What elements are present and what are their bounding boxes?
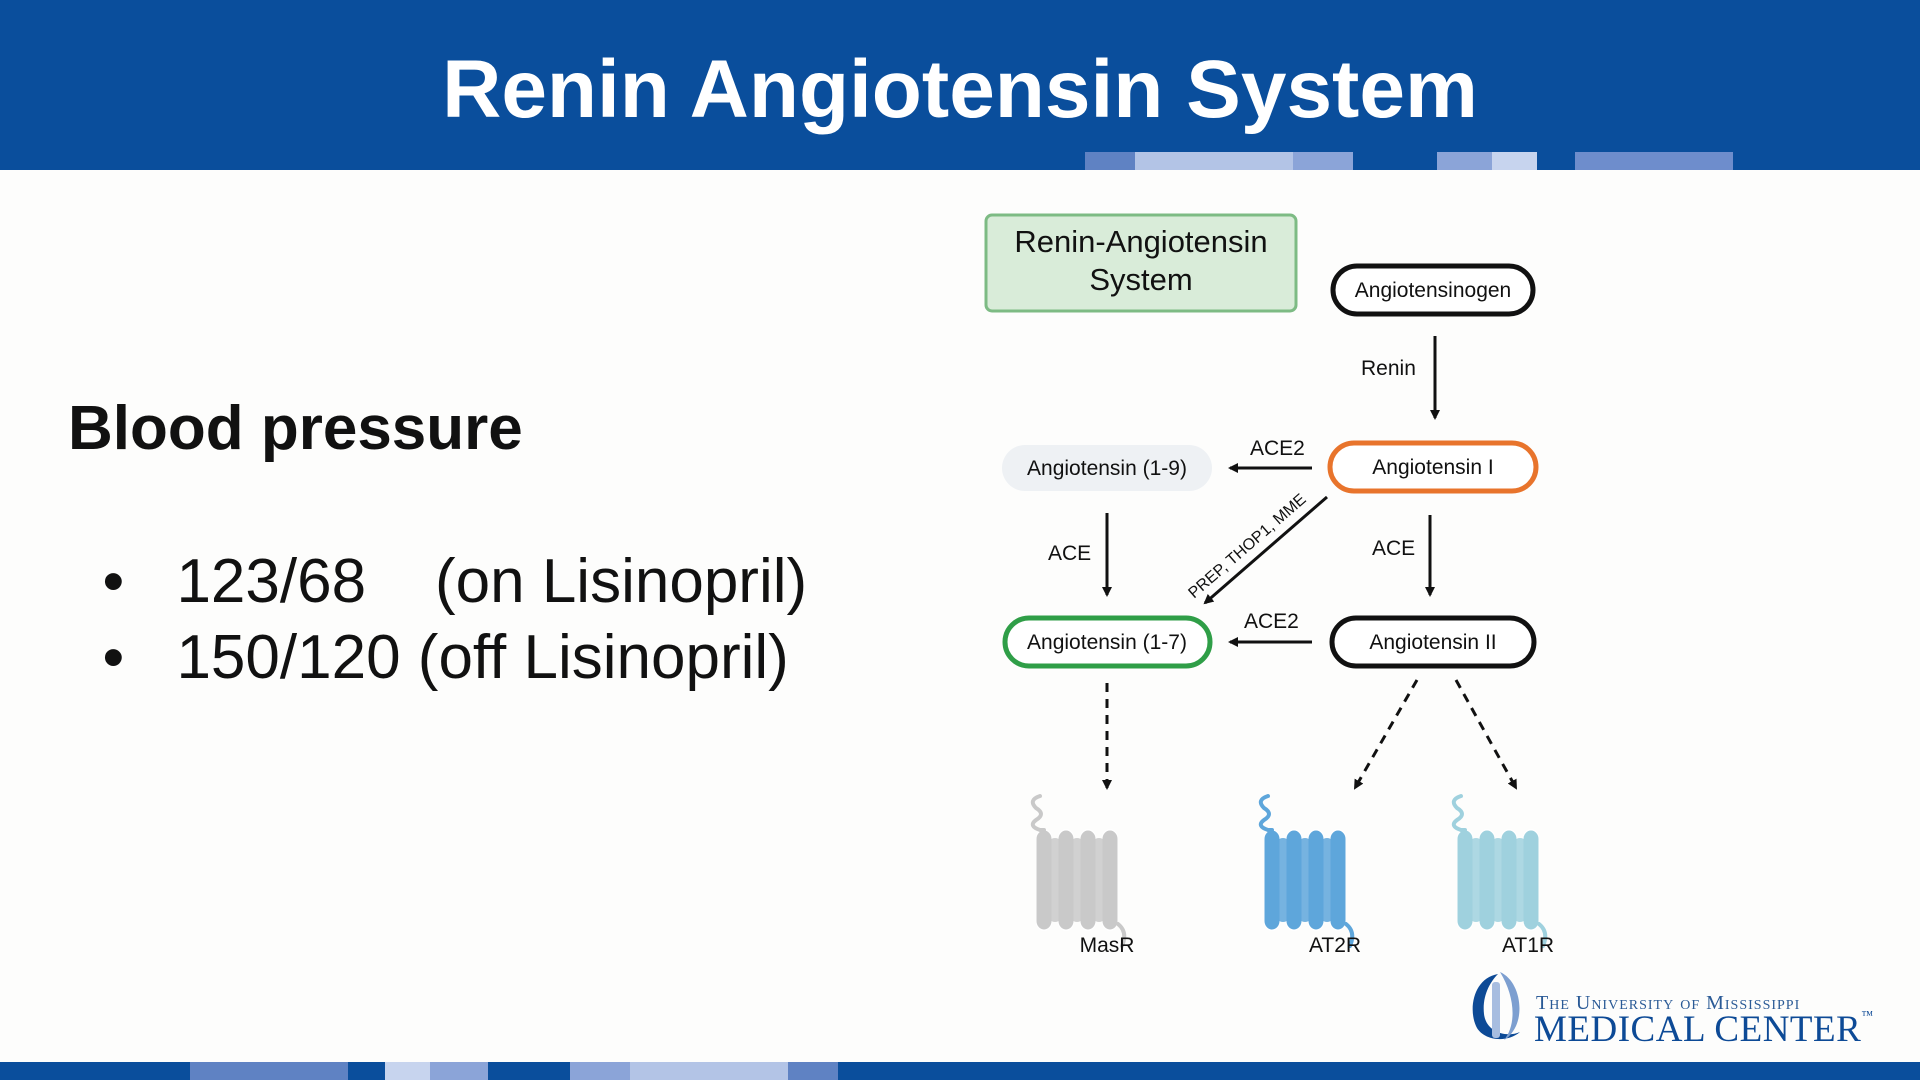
label-ace2-bottom: ACE2 bbox=[1244, 610, 1299, 633]
node-angiotensin-ii-pill bbox=[1329, 615, 1537, 669]
helix-segment bbox=[1298, 838, 1312, 922]
node-angiotensin-1-7-pill bbox=[1002, 615, 1213, 669]
helix-segment bbox=[1491, 838, 1505, 922]
at1r-receptor-icon bbox=[1451, 794, 1548, 948]
blood-pressure-reading-on: • 123/68 (on Lisinopril) bbox=[68, 468, 807, 620]
helix-segment bbox=[1320, 838, 1334, 922]
label-masr: MasR bbox=[1080, 934, 1135, 957]
diagram-title-box: Renin-Angiotensin System bbox=[984, 213, 1298, 313]
node-angiotensin-i-label: Angiotensin I bbox=[1372, 456, 1493, 479]
receptor-termini bbox=[1258, 794, 1355, 948]
node-angiotensin-i-pill bbox=[1327, 440, 1539, 494]
receptor-termini bbox=[1030, 794, 1127, 948]
node-angiotensin-ii-label: Angiotensin II bbox=[1369, 631, 1496, 654]
header-decoration-block bbox=[1575, 152, 1733, 170]
renin-angiotensin-diagram: Renin-Angiotensin System Angiotensinogen… bbox=[984, 213, 1554, 957]
node-angiotensinogen-pill bbox=[1330, 263, 1536, 317]
label-prep-thop1-mme: PREP, THOP1, MME bbox=[1185, 491, 1309, 602]
reading-text: 150/120 (off Lisinopril) bbox=[176, 623, 789, 692]
at2r-receptor-icon bbox=[1258, 794, 1355, 948]
label-at1r: AT1R bbox=[1502, 934, 1554, 957]
logo-line2: MEDICAL CENTER™ bbox=[1534, 1008, 1874, 1051]
helix-segment bbox=[1092, 838, 1106, 922]
umc-emblem-icon bbox=[1472, 972, 1520, 1040]
masr-receptor-icon bbox=[1030, 794, 1127, 948]
logo-trademark: ™ bbox=[1861, 1008, 1874, 1022]
footer-decoration-block bbox=[788, 1062, 838, 1080]
footer-decoration-block bbox=[630, 1062, 788, 1080]
header-decoration-block bbox=[1293, 152, 1353, 170]
reading-text: 123/68 (on Lisinopril) bbox=[176, 547, 808, 616]
logo-line2-text: MEDICAL CENTER bbox=[1534, 1009, 1862, 1050]
helix-segment bbox=[1276, 838, 1290, 922]
node-angiotensin-1-9-pill bbox=[1002, 445, 1212, 491]
label-renin: Renin bbox=[1361, 357, 1416, 380]
node-angiotensinogen-label: Angiotensinogen bbox=[1355, 279, 1511, 302]
title-box-rect bbox=[984, 213, 1298, 313]
footer-decoration-block bbox=[385, 1062, 430, 1080]
footer-decoration-block bbox=[430, 1062, 488, 1080]
helix-segment bbox=[1070, 838, 1084, 922]
arrow-prep-thop1-mme bbox=[1203, 495, 1328, 605]
node-angiotensin-1-9-label: Angiotensin (1-9) bbox=[1027, 457, 1187, 480]
slide-footer bbox=[0, 1062, 1920, 1080]
receptor-termini bbox=[1451, 794, 1548, 948]
node-angiotensin-1-7-label: Angiotensin (1-7) bbox=[1027, 631, 1187, 654]
header-decoration-block bbox=[1135, 152, 1293, 170]
slide-header: Renin Angiotensin System bbox=[0, 0, 1920, 170]
label-ace-left: ACE bbox=[1048, 542, 1091, 565]
label-ace-right: ACE bbox=[1372, 537, 1415, 560]
slide-title: Renin Angiotensin System bbox=[442, 44, 1478, 135]
logo-line1: The University of Mississippi bbox=[1536, 992, 1801, 1014]
footer-decoration-block bbox=[570, 1062, 630, 1080]
node-angiotensinogen: Angiotensinogen bbox=[1330, 263, 1536, 317]
diagram-title-line2: System bbox=[1089, 262, 1192, 297]
footer-decoration-block bbox=[190, 1062, 348, 1080]
blood-pressure-reading-off: • 150/120 (off Lisinopril) bbox=[68, 544, 789, 696]
diagram-title-line1: Renin-Angiotensin bbox=[1014, 224, 1267, 259]
arrow-to-at1r bbox=[1454, 679, 1518, 790]
label-at2r: AT2R bbox=[1309, 934, 1361, 957]
helix-segment bbox=[1513, 838, 1527, 922]
blood-pressure-heading: Blood pressure bbox=[68, 394, 523, 463]
university-logo: The University of Mississippi MEDICAL CE… bbox=[1462, 968, 1873, 1050]
node-angiotensin-i: Angiotensin I bbox=[1327, 440, 1539, 494]
header-decoration-block bbox=[1437, 152, 1492, 170]
node-angiotensin-1-9: Angiotensin (1-9) bbox=[1002, 445, 1212, 491]
bullet-marker: • bbox=[102, 623, 125, 692]
label-ace2-top: ACE2 bbox=[1250, 437, 1305, 460]
bullet-marker: • bbox=[102, 547, 125, 616]
helix-segment bbox=[1469, 838, 1483, 922]
node-angiotensin-ii: Angiotensin II bbox=[1329, 615, 1537, 669]
arrow-to-at2r bbox=[1353, 679, 1419, 790]
node-angiotensin-1-7: Angiotensin (1-7) bbox=[1002, 615, 1213, 669]
header-decoration-block bbox=[1085, 152, 1135, 170]
helix-segment bbox=[1048, 838, 1062, 922]
header-decoration-block bbox=[1492, 152, 1537, 170]
